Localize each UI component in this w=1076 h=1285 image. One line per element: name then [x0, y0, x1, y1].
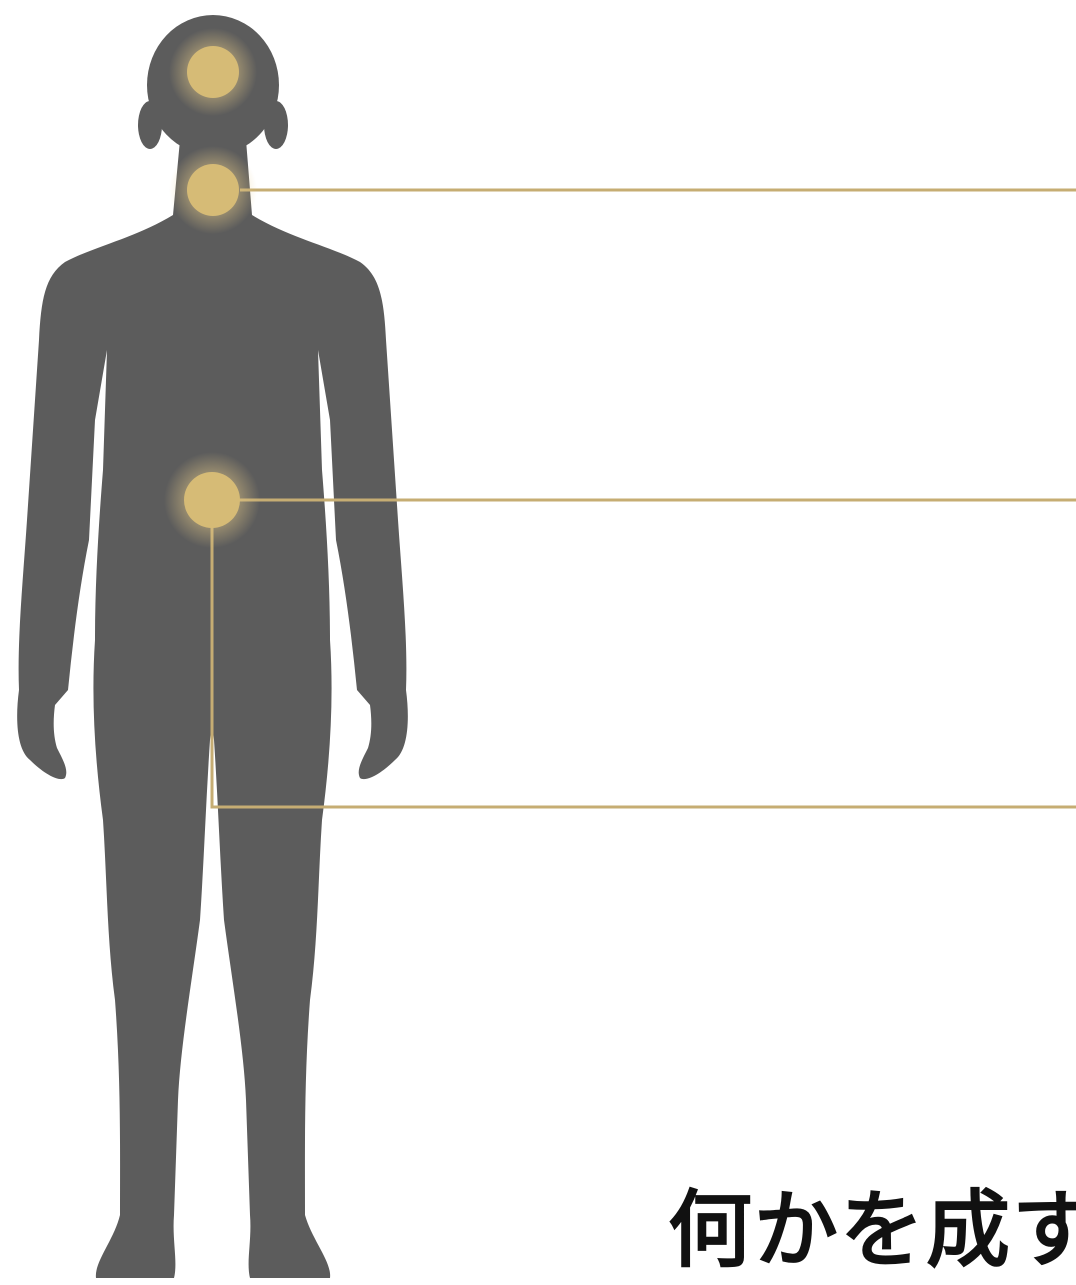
throat-point [169, 146, 257, 234]
lower-abdomen-point [164, 452, 260, 548]
caption-text: 何かを成す [668, 1180, 1076, 1280]
head-point [169, 28, 257, 116]
